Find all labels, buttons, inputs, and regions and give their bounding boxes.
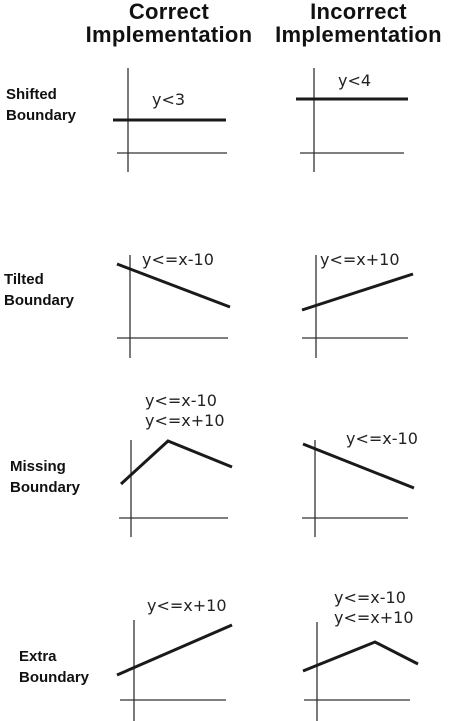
row-label-tilted: Tilted Boundary: [4, 269, 74, 311]
equation-line: y<4: [338, 71, 372, 90]
equation-line: y<=x+10: [147, 596, 227, 615]
plot-extra-correct: [116, 620, 233, 721]
plot-tilted-incorrect: [301, 255, 414, 358]
equation-line: y<=x+10: [145, 411, 225, 430]
equation-label-tilted-incorrect: y<=x+10: [320, 250, 400, 270]
plot-missing-correct: [119, 439, 233, 537]
plot-shifted-incorrect: [296, 68, 408, 172]
row-label-line: Boundary: [4, 292, 75, 309]
equation-line: y<=x-10: [334, 588, 406, 607]
row-label-shifted: Shifted Boundary: [6, 84, 76, 126]
plot-missing-incorrect: [302, 440, 415, 537]
equation-label-missing-correct: y<=x-10 y<=x+10: [145, 391, 225, 431]
equation-label-missing-incorrect: y<=x-10: [346, 429, 418, 449]
column-header-correct: Correct Implementation: [78, 0, 260, 46]
column-header-incorrect: Incorrect Implementation: [268, 0, 449, 46]
boundary-line: [302, 640, 419, 673]
boundary-line: [302, 442, 415, 490]
row-label-line: Tilted: [4, 271, 44, 288]
row-label-line: Shifted: [6, 86, 57, 103]
row-label-line: Boundary: [19, 669, 90, 686]
plot-shifted-correct: [113, 68, 227, 172]
equation-line: y<=x+10: [320, 250, 400, 269]
equation-label-shifted-incorrect: y<4: [338, 71, 371, 91]
boundary-line: [301, 272, 414, 312]
equation-line: y<=x-10: [145, 391, 217, 410]
equation-line: y<=x+10: [334, 608, 414, 627]
header-line: Correct: [128, 0, 210, 24]
equation-line: y<3: [152, 90, 186, 109]
row-label-missing: Missing Boundary: [10, 456, 80, 498]
plot-tilted-correct: [116, 255, 231, 358]
row-label-extra: Extra Boundary: [19, 646, 89, 688]
row-label-line: Missing: [10, 458, 66, 475]
equation-line: y<=x-10: [142, 250, 214, 269]
header-line: Implementation: [275, 22, 442, 47]
row-label-line: Extra: [19, 648, 57, 665]
equation-label-extra-incorrect: y<=x-10 y<=x+10: [334, 588, 414, 628]
equation-line: y<=x-10: [346, 429, 418, 448]
row-label-line: Boundary: [6, 107, 77, 124]
equation-label-extra-correct: y<=x+10: [147, 596, 227, 616]
boundary-line: [116, 262, 231, 309]
plot-extra-incorrect: [302, 622, 419, 721]
boundary-line: [116, 623, 233, 677]
boundary-line: [119, 439, 233, 486]
equation-label-tilted-correct: y<=x-10: [142, 250, 214, 270]
header-line: Incorrect: [310, 0, 407, 24]
header-line: Implementation: [85, 22, 253, 47]
equation-label-shifted-correct: y<3: [152, 90, 185, 110]
row-label-line: Boundary: [10, 479, 81, 496]
